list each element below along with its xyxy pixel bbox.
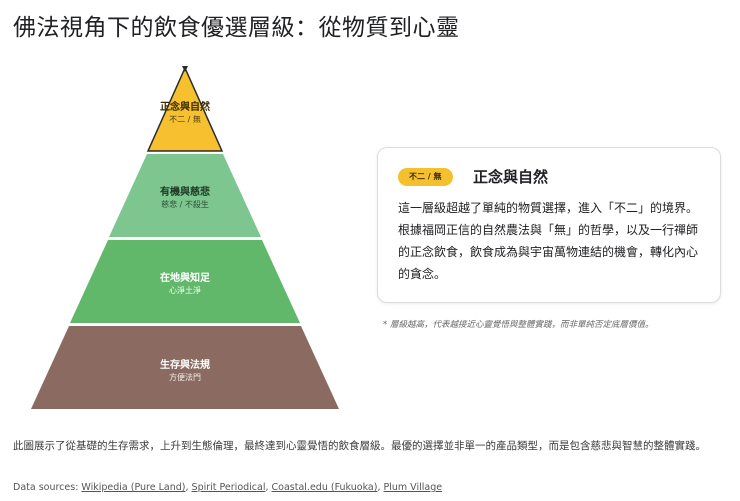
source-link-plum-village[interactable]: Plum Village: [383, 482, 443, 493]
tier-2-label[interactable]: 有機與慈悲 慈悲 / 不殺生: [105, 186, 265, 210]
source-link-coastal-edu[interactable]: Coastal.edu (Fukuoka): [271, 482, 378, 493]
tier-title: 在地與知足: [160, 273, 210, 284]
tier-3-shape[interactable]: [70, 240, 300, 323]
data-sources: Data sources: Wikipedia (Pure Land), Spi…: [13, 482, 443, 493]
tier-2-shape[interactable]: [109, 154, 261, 237]
tier-top-label[interactable]: 正念與自然 不二 / 無: [105, 101, 265, 125]
tier-3-label[interactable]: 在地與知足 心淨土淨: [105, 272, 265, 296]
tier-subtitle: 方便法門: [169, 373, 201, 382]
tier-4-shape[interactable]: [31, 326, 339, 409]
tier-detail-body: 這一層級超越了單純的物質選擇，進入「不二」的境界。根據福岡正信的自然農法與「無」…: [398, 201, 699, 281]
source-link-spirit-periodical[interactable]: Spirit Periodical: [191, 482, 266, 493]
tier-detail-title: 正念與自然: [473, 168, 549, 186]
tier-title: 正念與自然: [160, 102, 210, 113]
sources-label: Data sources:: [13, 482, 82, 493]
tier-badge: 不二 / 無: [398, 168, 453, 186]
pyramid-diagram: 正念與自然 不二 / 無 有機與慈悲 慈悲 / 不殺生 在地與知足 心淨土淨 生…: [0, 60, 370, 420]
tier-4-label[interactable]: 生存與法規 方便法門: [105, 359, 265, 383]
tier-detail-card: 不二 / 無 正念與自然 這一層級超越了單純的物質選擇，進入「不二」的境界。根據…: [377, 147, 721, 303]
pyramid-svg: [31, 66, 339, 409]
tier-title: 生存與法規: [160, 360, 210, 371]
tier-subtitle: 心淨土淨: [169, 286, 201, 295]
footnote: * 層級越高，代表越接近心靈覺悟與整體實踐，而非單純否定底層價值。: [383, 320, 654, 330]
page-title: 佛法視角下的飲食優選層級：從物質到心靈: [13, 15, 460, 41]
tier-top-shape[interactable]: [146, 66, 224, 152]
tier-subtitle: 不二 / 無: [169, 115, 201, 124]
source-link-wikipedia[interactable]: Wikipedia (Pure Land): [81, 482, 186, 493]
apex-marker-icon: [182, 66, 188, 72]
summary-text: 此圖展示了從基礎的生存需求，上升到生態倫理，最終達到心靈覺悟的飲食層級。最優的選…: [13, 440, 706, 452]
tier-title: 有機與慈悲: [160, 187, 210, 198]
tier-subtitle: 慈悲 / 不殺生: [161, 200, 209, 209]
